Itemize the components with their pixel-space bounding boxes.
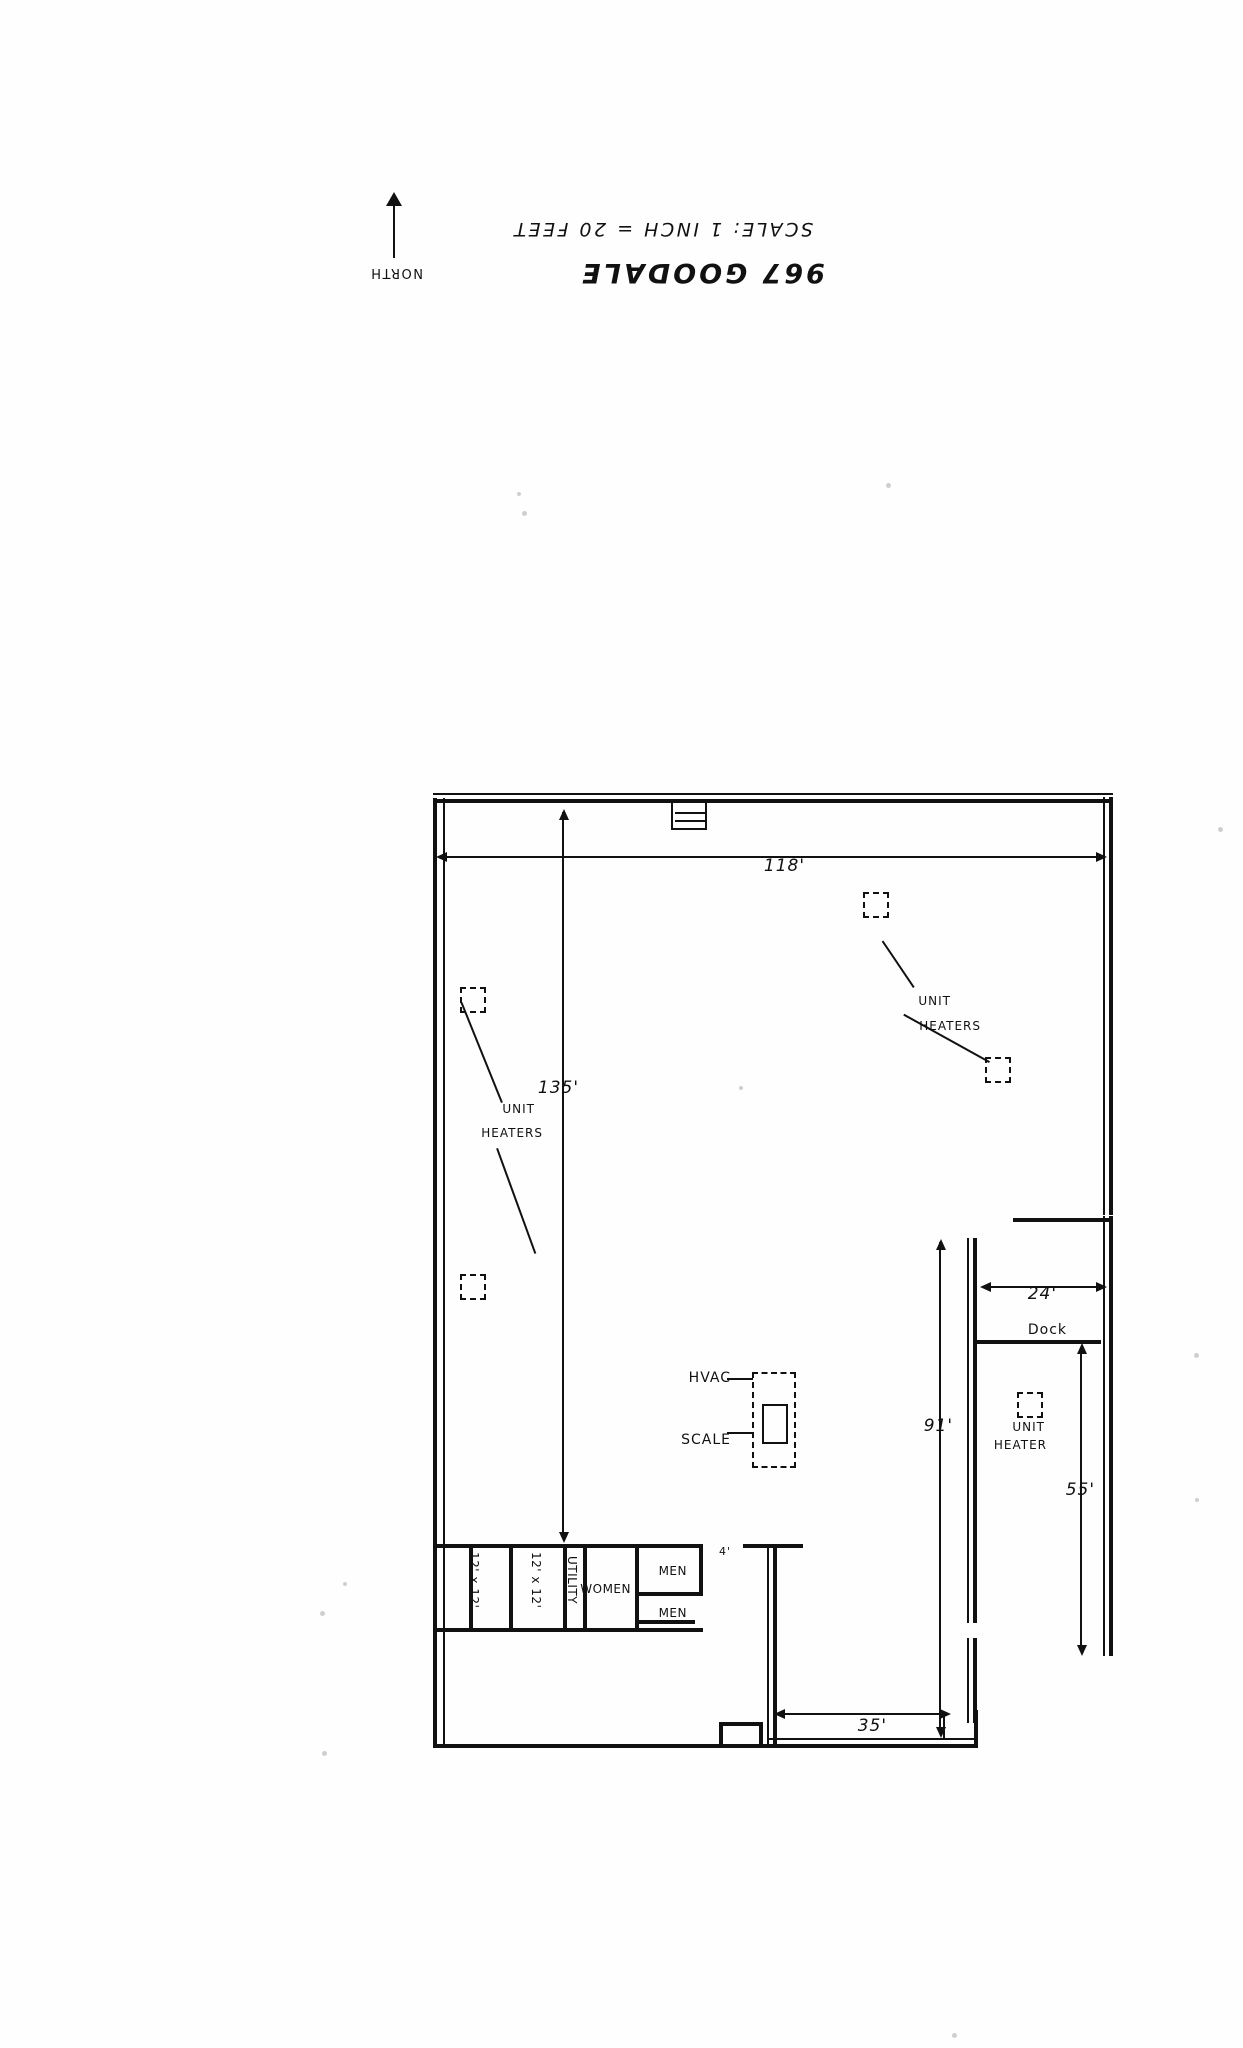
office-divider-2 bbox=[635, 1546, 639, 1630]
exterior-wall-west-lower bbox=[1109, 797, 1113, 1215]
office-divider-5 bbox=[509, 1546, 513, 1630]
room-label-utility: UTILITY bbox=[565, 1556, 579, 1605]
unit-heaters-e-line2: HEATERS bbox=[481, 1126, 543, 1140]
dimension-24ft-text: 24' bbox=[1027, 1284, 1057, 1304]
scan-speck bbox=[952, 2033, 957, 2038]
unit-heaters-sw-line2: HEATERS bbox=[919, 1019, 981, 1033]
scan-speck bbox=[886, 483, 891, 488]
exterior-wall-north bbox=[433, 1744, 978, 1748]
dimension-55ft-text: 55' bbox=[1065, 1480, 1095, 1500]
hvac-label: HVAC bbox=[688, 1370, 731, 1386]
dock-label: Dock bbox=[1027, 1322, 1067, 1338]
scan-speck bbox=[522, 511, 527, 516]
exterior-wall-south bbox=[433, 799, 1113, 803]
exterior-wall-west-upper bbox=[1109, 1216, 1113, 1656]
unit-heater-symbol-4 bbox=[460, 1274, 486, 1300]
wall-vestibule-left bbox=[719, 1724, 723, 1746]
wall-jog-west bbox=[1013, 1218, 1113, 1222]
dimension-door-4ft: 4' bbox=[718, 1545, 731, 1558]
page-title: 967 GOODALE bbox=[579, 257, 825, 288]
scan-speck bbox=[322, 1751, 327, 1756]
interior-wall-dock-stub bbox=[973, 1638, 977, 1723]
wall-vestibule-right bbox=[759, 1724, 763, 1746]
wall-vestibule-bottom bbox=[719, 1722, 763, 1726]
south-door-symbol bbox=[671, 800, 707, 830]
scan-speck bbox=[343, 1582, 347, 1586]
south-door-leaf-2 bbox=[675, 812, 707, 814]
scan-speck bbox=[320, 1611, 325, 1616]
scan-speck bbox=[1218, 827, 1223, 832]
exterior-wall-east bbox=[433, 798, 437, 1748]
scale-symbol bbox=[762, 1404, 788, 1444]
dimension-135ft-text: 135' bbox=[537, 1078, 579, 1098]
unit-heater-leader-4 bbox=[496, 1148, 537, 1254]
office-block-south-wall bbox=[435, 1544, 703, 1548]
unit-heaters-e-line1: UNIT bbox=[502, 1102, 535, 1116]
room-label-men-2: MEN bbox=[658, 1564, 687, 1578]
office-block-north-wall bbox=[435, 1628, 703, 1632]
scale-note: SCALE: 1 INCH = 20 FEET bbox=[511, 218, 813, 240]
unit-heater-symbol-3 bbox=[863, 892, 889, 918]
scan-speck bbox=[1195, 1498, 1199, 1502]
unit-heater-label-line2: HEATER bbox=[993, 1438, 1047, 1452]
room-label-office-2: 12' x 12' bbox=[467, 1552, 481, 1609]
room-label-men-1: MEN bbox=[658, 1606, 687, 1620]
dimension-91ft-text: 91' bbox=[923, 1416, 953, 1436]
office-divider-1 bbox=[699, 1546, 703, 1596]
dock-edge bbox=[973, 1340, 1101, 1344]
interior-wall-dock-stub-inner bbox=[967, 1638, 969, 1723]
south-door-leaf-1 bbox=[675, 820, 707, 822]
interior-wall-center-foot bbox=[743, 1544, 803, 1548]
interior-wall-dock-bay bbox=[973, 1238, 977, 1623]
dimension-35ft-text: 35' bbox=[857, 1716, 887, 1736]
exterior-wall-north-inner bbox=[768, 1738, 978, 1740]
room-label-women: WOMEN bbox=[580, 1582, 631, 1596]
dimension-118ft-text: 118' bbox=[763, 856, 805, 876]
scan-speck bbox=[517, 492, 521, 496]
unit-heaters-sw-line1: UNIT bbox=[918, 994, 951, 1008]
north-arrow-icon bbox=[393, 196, 395, 258]
interior-wall-center-inner bbox=[767, 1546, 769, 1746]
interior-wall-dock-bay-inner bbox=[967, 1238, 969, 1623]
scan-speck bbox=[739, 1086, 743, 1090]
scale-equipment-label: SCALE bbox=[681, 1432, 731, 1448]
office-split-men-top bbox=[637, 1620, 695, 1624]
exterior-wall-south-inner bbox=[433, 793, 1113, 795]
unit-heater-symbol-1 bbox=[1017, 1392, 1043, 1418]
room-label-office-1: 12' x 12' bbox=[529, 1552, 543, 1609]
unit-heater-leader-5 bbox=[460, 1002, 503, 1103]
north-label: NORTH bbox=[369, 265, 423, 280]
scan-speck bbox=[1194, 1353, 1199, 1358]
unit-heater-label-line1: UNIT bbox=[1012, 1420, 1045, 1434]
unit-heater-leader-3 bbox=[881, 940, 915, 988]
office-split-men bbox=[637, 1592, 703, 1596]
exterior-wall-east-inner bbox=[443, 798, 445, 1748]
